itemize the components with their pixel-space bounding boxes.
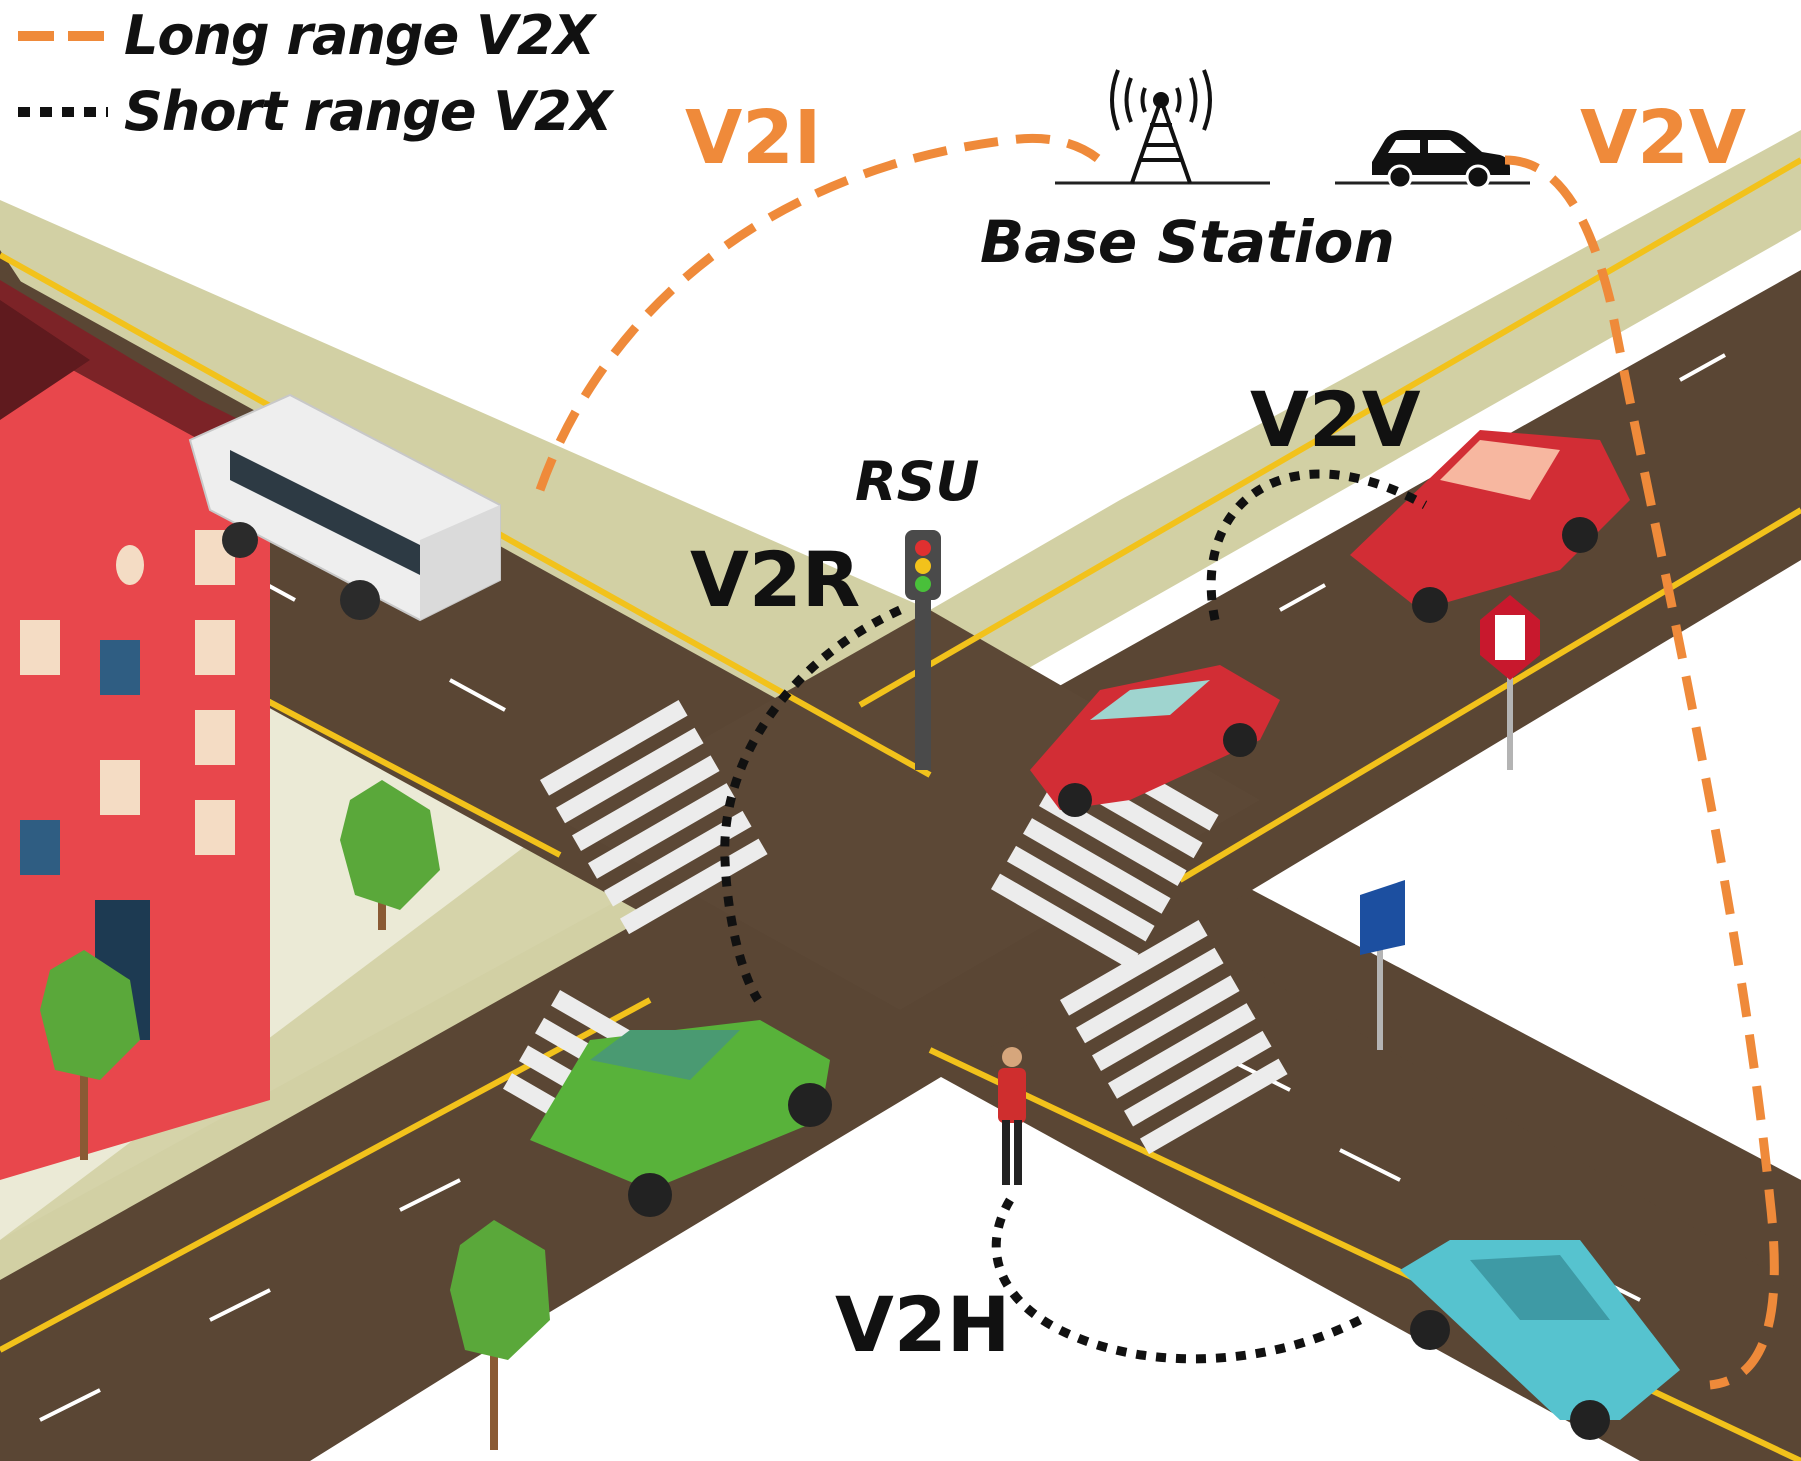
building-window bbox=[20, 620, 60, 675]
long-range-swatch bbox=[18, 30, 108, 41]
legend-short-range: Short range V2X bbox=[18, 80, 612, 143]
building-window bbox=[100, 760, 140, 815]
legend-long-range-label: Long range V2X bbox=[124, 4, 595, 67]
traffic-light-icon bbox=[905, 530, 941, 770]
building-round-window bbox=[116, 545, 144, 585]
label-v2v-top: V2V bbox=[1580, 95, 1747, 181]
label-base-station: Base Station bbox=[980, 208, 1395, 276]
car-blue bbox=[1400, 1240, 1680, 1440]
v2r-link bbox=[720, 605, 902, 1003]
label-rsu: RSU bbox=[855, 450, 980, 513]
tree bbox=[340, 780, 440, 930]
trees bbox=[40, 780, 550, 1450]
building-window bbox=[195, 620, 235, 675]
v2i-link bbox=[535, 133, 1109, 492]
label-v2r: V2R bbox=[690, 535, 861, 624]
building-window bbox=[100, 640, 140, 695]
short-range-links bbox=[720, 469, 1428, 1364]
building-window bbox=[20, 820, 60, 875]
legend-short-range-label: Short range V2X bbox=[124, 80, 612, 143]
label-v2h: V2H bbox=[835, 1280, 1011, 1369]
car-icon bbox=[1372, 130, 1510, 190]
bus bbox=[188, 393, 501, 622]
cell-tower-icon bbox=[1110, 69, 1212, 184]
v2v-long-link bbox=[1504, 155, 1779, 1390]
label-v2v-mid: V2V bbox=[1250, 375, 1421, 464]
building-window bbox=[195, 800, 235, 855]
legend-long-range: Long range V2X bbox=[18, 4, 595, 67]
long-range-links bbox=[535, 133, 1779, 1390]
v2v-short-link bbox=[1206, 469, 1428, 621]
traffic-sign-upper bbox=[1480, 595, 1540, 770]
car-green bbox=[530, 1020, 832, 1217]
tree bbox=[450, 1220, 550, 1450]
car-red-upper bbox=[1350, 430, 1630, 623]
label-v2i: V2I bbox=[685, 95, 822, 181]
pedestrian-icon bbox=[998, 1047, 1026, 1185]
short-range-swatch bbox=[18, 106, 108, 117]
curbs bbox=[0, 157, 1801, 1461]
tree bbox=[40, 950, 140, 1160]
traffic-sign-lower bbox=[1360, 880, 1405, 1050]
car-red-sport bbox=[1030, 665, 1280, 817]
building-window bbox=[195, 710, 235, 765]
